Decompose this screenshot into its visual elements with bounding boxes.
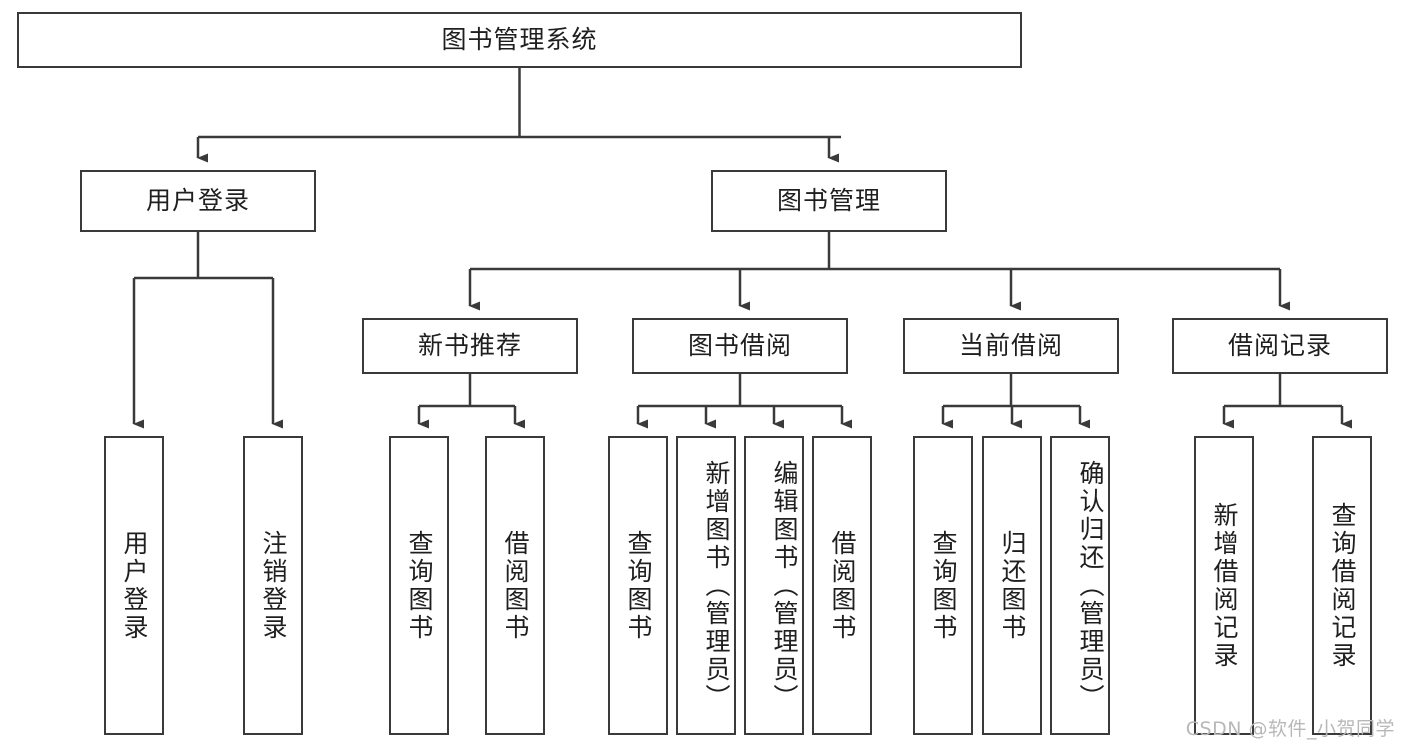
leaf-borrow-book-label: 借阅图书 — [828, 529, 857, 642]
leaf-query-book-borrow[interactable]: 查询图书 — [608, 436, 668, 735]
leaf-return-book-label: 归还图书 — [998, 529, 1027, 642]
node-new-book-recommend-label: 新书推荐 — [417, 331, 522, 361]
node-new-book-recommend[interactable]: 新书推荐 — [362, 318, 578, 374]
node-current-borrow[interactable]: 当前借阅 — [903, 318, 1119, 374]
node-book-management-label: 图书管理 — [776, 186, 881, 216]
leaf-query-book-recommend-label: 查询图书 — [405, 529, 434, 642]
leaf-logout[interactable]: 注销登录 — [243, 436, 303, 735]
leaf-edit-book[interactable]: 编辑图书（管理员） — [744, 436, 804, 735]
leaf-user-login[interactable]: 用户登录 — [104, 436, 164, 735]
leaf-edit-book-label: 编辑图书（管理员） — [770, 459, 799, 712]
node-book-management[interactable]: 图书管理 — [711, 170, 947, 232]
node-user-login-label: 用户登录 — [145, 186, 250, 216]
leaf-query-book-borrow-label: 查询图书 — [624, 529, 653, 642]
leaf-query-book-current-label: 查询图书 — [929, 529, 958, 642]
leaf-query-borrow-record-label: 查询借阅记录 — [1328, 501, 1357, 670]
leaf-borrow-book[interactable]: 借阅图书 — [812, 436, 872, 735]
leaf-user-login-label: 用户登录 — [120, 529, 149, 642]
leaf-return-book[interactable]: 归还图书 — [982, 436, 1042, 735]
leaf-confirm-return[interactable]: 确认归还（管理员） — [1050, 436, 1110, 735]
node-book-borrow[interactable]: 图书借阅 — [632, 318, 848, 374]
leaf-confirm-return-label: 确认归还（管理员） — [1076, 459, 1105, 712]
leaf-add-book-label: 新增图书（管理员） — [702, 459, 731, 712]
leaf-borrow-book-recommend[interactable]: 借阅图书 — [485, 436, 545, 735]
leaf-query-book-recommend[interactable]: 查询图书 — [389, 436, 449, 735]
node-root-label: 图书管理系统 — [441, 25, 598, 55]
leaf-borrow-book-recommend-label: 借阅图书 — [501, 529, 530, 642]
leaf-add-borrow-record-label: 新增借阅记录 — [1210, 501, 1239, 670]
node-user-login[interactable]: 用户登录 — [80, 170, 316, 232]
node-current-borrow-label: 当前借阅 — [958, 331, 1063, 361]
leaf-add-book[interactable]: 新增图书（管理员） — [676, 436, 736, 735]
node-borrow-record[interactable]: 借阅记录 — [1172, 318, 1388, 374]
leaf-query-book-current[interactable]: 查询图书 — [913, 436, 973, 735]
leaf-query-borrow-record[interactable]: 查询借阅记录 — [1312, 436, 1372, 735]
node-borrow-record-label: 借阅记录 — [1227, 331, 1332, 361]
leaf-add-borrow-record[interactable]: 新增借阅记录 — [1194, 436, 1254, 735]
leaf-logout-label: 注销登录 — [259, 529, 288, 642]
node-root[interactable]: 图书管理系统 — [17, 12, 1022, 68]
node-book-borrow-label: 图书借阅 — [687, 331, 792, 361]
